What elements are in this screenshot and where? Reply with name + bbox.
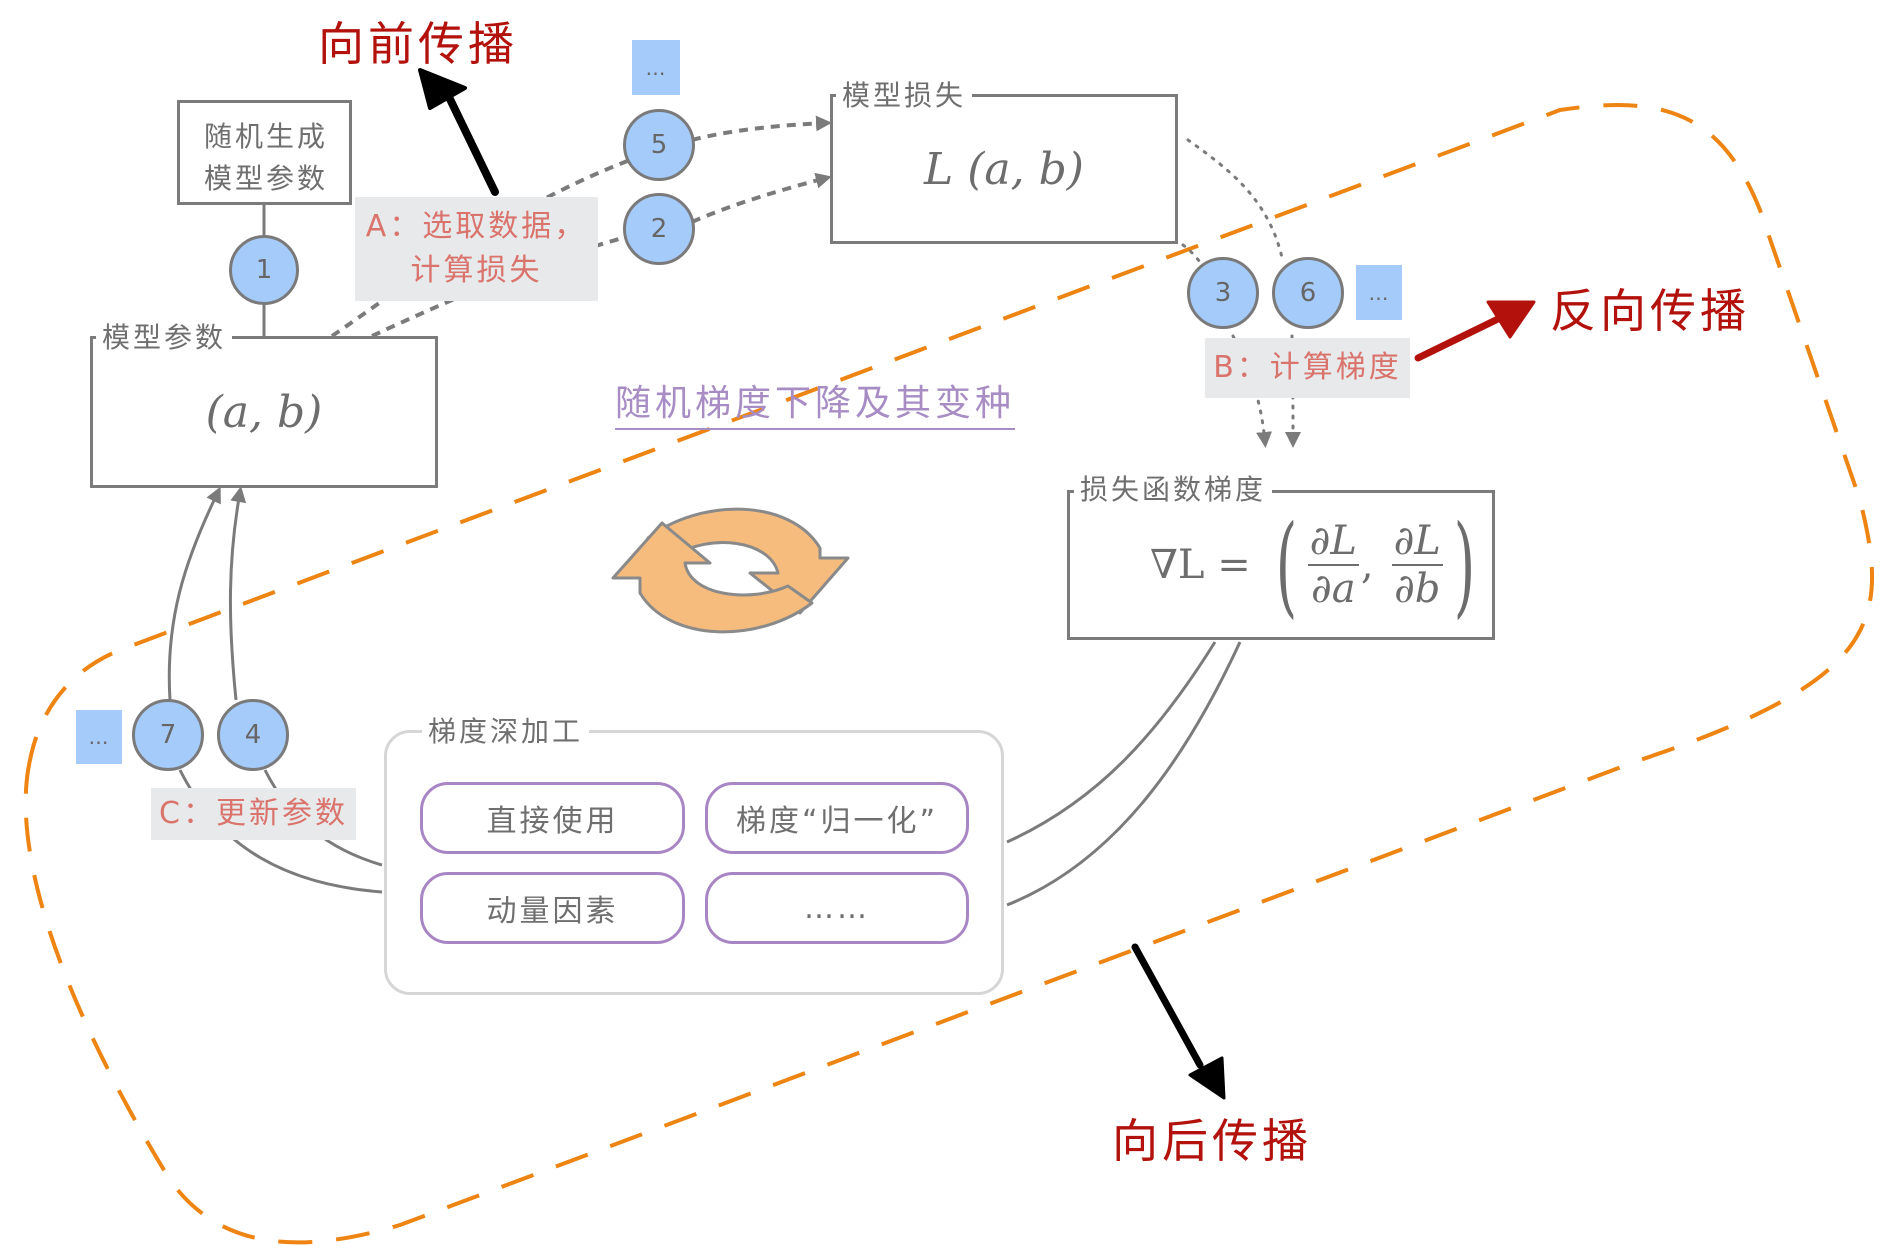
- forward-path-5b: [691, 115, 832, 142]
- step-a-line2: 计算损失: [410, 253, 543, 288]
- step-a-label: A：选取数据， 计算损失: [355, 197, 598, 301]
- gradient-lhs: ∇L =: [1150, 542, 1251, 588]
- loss-formula: L (a, b): [924, 143, 1084, 195]
- cycle-arrow-bottom: [611, 521, 814, 634]
- loss-gradient-label: 损失函数梯度: [1074, 468, 1273, 508]
- backward-propagation-title: 向后传播: [1112, 1114, 1312, 1168]
- model-params-box: (a, b): [90, 336, 438, 488]
- sgd-subtitle[interactable]: 随机梯度下降及其变种: [615, 374, 1016, 430]
- forward-propagation-arrowhead: [418, 68, 467, 110]
- model-loss-label: 模型损失: [836, 74, 973, 114]
- step-circle-1[interactable]: 1: [229, 235, 299, 305]
- random-init-line1: 随机生成: [204, 120, 329, 153]
- paren-left: (: [1275, 501, 1297, 629]
- method-more[interactable]: ……: [705, 872, 969, 944]
- params-formula: (a, b): [205, 386, 323, 438]
- backward-propagation-arrow: [1131, 943, 1204, 1069]
- cycle-icon: [611, 507, 850, 634]
- step-circle-6[interactable]: 6: [1272, 257, 1344, 329]
- method-direct-use[interactable]: 直接使用: [420, 782, 685, 854]
- step-circle-5[interactable]: 5: [623, 109, 695, 181]
- gradient-processing-box: [384, 730, 1004, 995]
- model-params-label: 模型参数: [96, 316, 233, 356]
- backpropagation-title: 反向传播: [1550, 284, 1750, 338]
- backprop-region-outline: [23, 103, 1875, 1245]
- comma: ,: [1360, 542, 1374, 588]
- gradient-to-processing-1: [1006, 641, 1217, 844]
- backward-dotted-3: [1181, 243, 1202, 264]
- step-b-label: B：计算梯度: [1205, 338, 1410, 398]
- method-momentum[interactable]: 动量因素: [420, 872, 685, 944]
- backward-propagation-arrowhead: [1188, 1056, 1226, 1100]
- random-init-box: 随机生成 模型参数: [177, 100, 352, 205]
- step-circle-4[interactable]: 4: [217, 699, 289, 771]
- random-init-line2: 模型参数: [204, 162, 329, 195]
- more-steps-forward: …: [632, 40, 680, 95]
- gradient-to-processing-2: [1006, 641, 1242, 907]
- cycle-arrow-top: [646, 507, 850, 615]
- gradient-processing-label: 梯度深加工: [422, 710, 590, 750]
- fraction-b-denominator: ∂b: [1394, 566, 1441, 612]
- step-circle-3[interactable]: 3: [1187, 257, 1259, 329]
- model-loss-box: L (a, b): [830, 94, 1178, 244]
- backpropagation-arrow: [1414, 314, 1504, 362]
- step-circle-7[interactable]: 7: [132, 699, 204, 771]
- more-steps-backward: …: [1356, 265, 1402, 320]
- fraction-b-numerator: ∂L: [1391, 518, 1443, 566]
- more-steps-update: …: [76, 710, 122, 764]
- update-arrow-7: [167, 486, 221, 701]
- forward-propagation-title: 向前传播: [318, 17, 518, 71]
- update-arrow-4: [228, 486, 247, 701]
- paren-right: ): [1453, 501, 1476, 629]
- fraction-a-numerator: ∂L: [1307, 518, 1359, 566]
- backpropagation-arrowhead: [1486, 300, 1536, 339]
- step-a-line1: A：选取数据，: [365, 209, 588, 244]
- fraction-a: ∂L ∂a: [1307, 518, 1359, 612]
- gradient-formula: ∇L = ( ∂L ∂a , ∂L ∂b ): [1150, 493, 1486, 637]
- method-gradient-normalization[interactable]: 梯度“归一化”: [705, 782, 969, 854]
- fraction-a-denominator: ∂a: [1311, 566, 1356, 612]
- step-c-label: C：更新参数: [151, 788, 356, 840]
- fraction-b: ∂L ∂b: [1391, 518, 1443, 612]
- step-circle-2[interactable]: 2: [623, 193, 695, 265]
- forward-propagation-arrow: [444, 91, 499, 196]
- backward-dotted-6: [1186, 138, 1285, 264]
- loss-gradient-box: ∇L = ( ∂L ∂a , ∂L ∂b ): [1067, 490, 1495, 640]
- forward-path-2b: [691, 172, 832, 224]
